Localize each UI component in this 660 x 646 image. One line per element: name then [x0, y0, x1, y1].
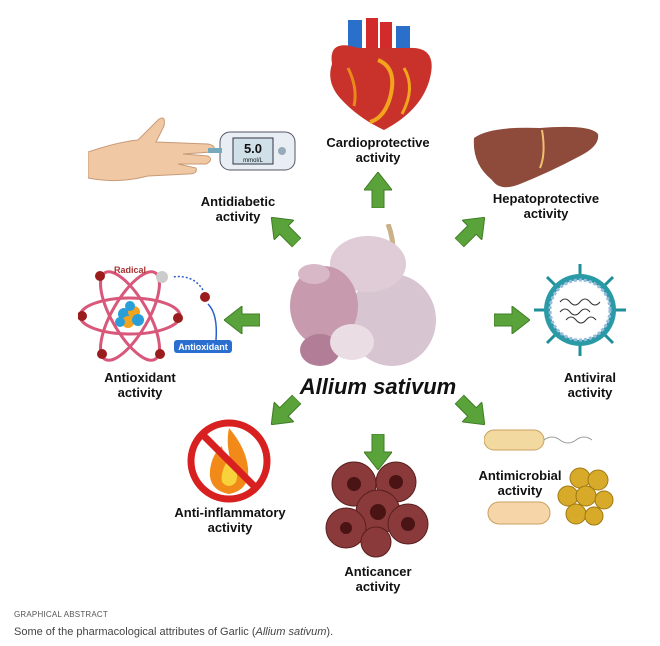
heart-illustration [330, 18, 432, 130]
arrow-up-right-icon [454, 216, 486, 248]
caption-text: Some of the pharmacological attributes o… [14, 626, 333, 638]
arrow-down-right-icon [454, 394, 486, 426]
svg-text:5.0: 5.0 [244, 141, 262, 156]
bacteria-illustration [484, 429, 614, 526]
caption-species: Allium sativum [255, 626, 327, 638]
arrow-up-icon [364, 172, 392, 208]
svg-text:mmol/L: mmol/L [243, 158, 263, 164]
caption-suffix: ). [326, 626, 334, 638]
arrow-up-left-icon [270, 216, 302, 248]
diagram-title: Allium sativum [299, 374, 457, 399]
caption-heading: GRAPHICAL ABSTRACT [14, 610, 108, 619]
arrow-left-icon [224, 306, 260, 334]
arrow-down-left-icon [270, 394, 302, 426]
cancer-cells-illustration [325, 461, 429, 558]
arrow-down-icon [364, 434, 392, 470]
svg-text:Antioxidant: Antioxidant [178, 342, 228, 352]
virus-illustration [534, 264, 626, 356]
caption-prefix: Some of the pharmacological attributes o… [14, 626, 256, 638]
no-inflammation-illustration [187, 419, 271, 503]
hand-glucometer-illustration: 5.0 mmol/L [88, 117, 296, 182]
liver-illustration [473, 126, 599, 188]
atom-illustration: Radical Antioxidant [78, 265, 232, 362]
garlic-illustration [290, 224, 436, 366]
arrow-right-icon [494, 306, 530, 334]
svg-text:Radical: Radical [114, 265, 146, 275]
